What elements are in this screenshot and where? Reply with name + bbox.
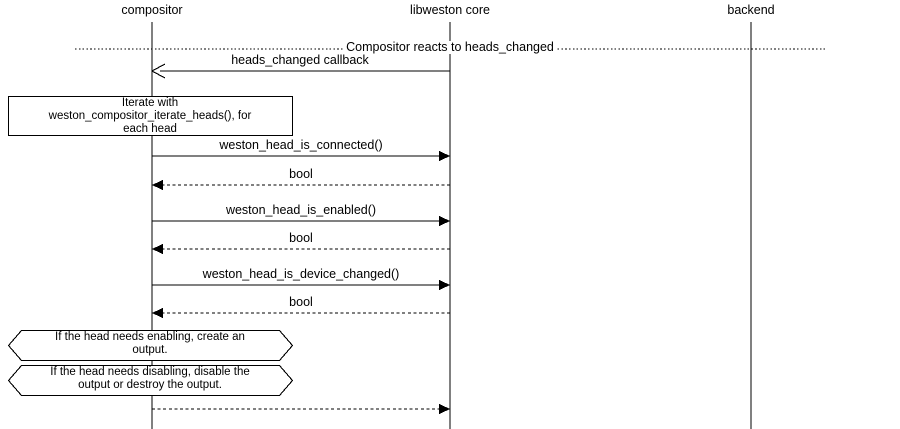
message-7: [152, 403, 450, 415]
condition-line: output or destroy the output.: [78, 378, 222, 391]
arrowhead-filled: [152, 179, 163, 191]
message-label-0: heads_changed callback: [228, 53, 372, 68]
message-label-6: bool: [286, 295, 316, 310]
arrowhead-filled: [439, 215, 450, 227]
participant-label-libweston-core: libweston core: [410, 3, 490, 17]
condition-box-enable-condition: [7, 329, 294, 362]
note-line: Iterate with: [121, 97, 179, 109]
message-label-3: weston_head_is_enabled(): [222, 203, 380, 218]
message-label-4: bool: [286, 231, 316, 246]
message-2: [152, 179, 450, 191]
condition-text-disable-condition: If the head needs disabling, disable the…: [8, 366, 292, 392]
arrowhead-open: [150, 63, 166, 79]
arrowhead-filled: [439, 150, 450, 162]
message-6: [152, 307, 450, 319]
condition-line: output.: [132, 343, 168, 356]
message-1: [152, 150, 450, 162]
note-line: weston_compositor_iterate_heads(), for: [48, 109, 252, 122]
condition-box-disable-condition: [7, 364, 294, 397]
arrowhead-filled: [439, 403, 450, 415]
message-4: [152, 243, 450, 255]
participant-label-backend: backend: [727, 3, 775, 17]
arrowhead-filled: [152, 243, 163, 255]
message-0: [150, 63, 450, 79]
condition-line: If the head needs enabling, create an: [55, 331, 245, 343]
message-3: [152, 215, 450, 227]
participant-label-compositor: compositor: [121, 3, 183, 17]
message-label-2: bool: [286, 167, 316, 182]
message-label-1: weston_head_is_connected(): [216, 138, 386, 153]
divider-label: Compositor reacts to heads_changed: [344, 40, 556, 55]
note-box-iterate-note: [7, 95, 294, 137]
arrowhead-filled: [439, 279, 450, 291]
note-line: each head: [123, 122, 177, 135]
condition-line: If the head needs disabling, disable the: [50, 366, 250, 378]
message-label-5: weston_head_is_device_changed(): [199, 267, 403, 282]
message-5: [152, 279, 450, 291]
arrowhead-filled: [152, 307, 163, 319]
